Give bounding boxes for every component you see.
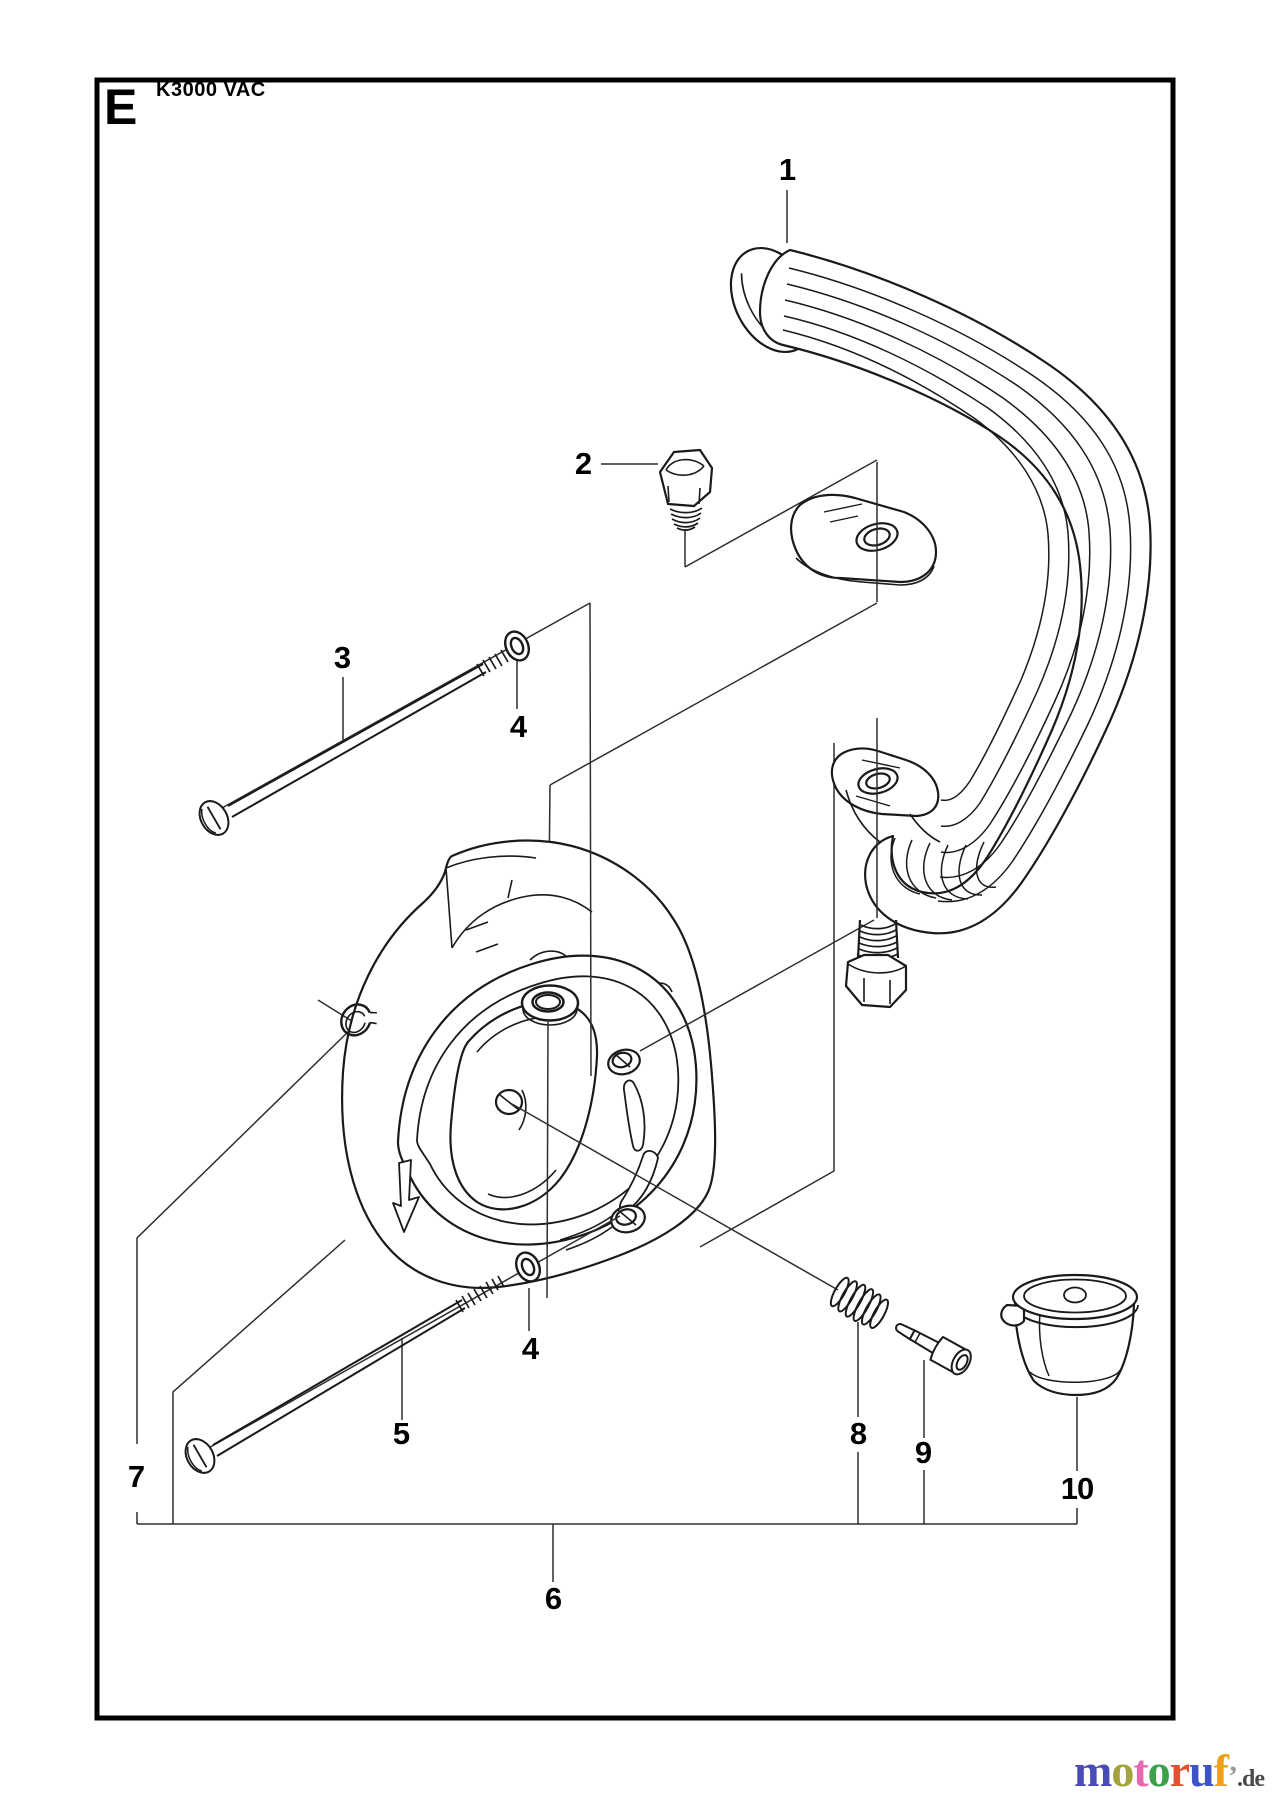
logo-letter: t	[1133, 1745, 1148, 1796]
logo-letter: f	[1213, 1745, 1229, 1796]
screw-head	[184, 1438, 216, 1474]
long-screw-upper-part	[198, 643, 520, 836]
callout-6: 6	[544, 1581, 562, 1616]
callout-4-lower: 4	[521, 1331, 539, 1366]
hex-bolt-upper-part	[658, 448, 714, 531]
callout-5: 5	[392, 1416, 410, 1451]
screw-head	[198, 800, 230, 836]
grommet-hole	[520, 984, 580, 1026]
washer-lower-part	[514, 1251, 542, 1283]
screw-boss-lower-right	[610, 1204, 646, 1234]
callout-8: 8	[849, 1416, 867, 1451]
shoulder-screw-part	[895, 1323, 972, 1376]
callout-1: 1	[778, 152, 796, 187]
handle-end-rings	[890, 837, 997, 901]
spring-part	[829, 1276, 890, 1329]
section-letter: E	[104, 79, 138, 135]
handle-ribs	[782, 267, 1132, 903]
logo-letter: r	[1169, 1745, 1190, 1796]
logo-letter: o	[1111, 1745, 1134, 1796]
page-border	[94, 77, 1176, 1721]
logo-suffix: .de	[1237, 1766, 1265, 1792]
logo-letter: o	[1147, 1745, 1171, 1796]
logo-letter: m	[1074, 1745, 1112, 1796]
callout-9: 9	[914, 1435, 932, 1470]
long-screw-lower-part	[184, 1275, 505, 1474]
clutch-cover-housing	[341, 839, 717, 1289]
callout-2: 2	[574, 446, 592, 481]
callout-4-upper: 4	[509, 709, 527, 744]
retaining-clip-part	[340, 1003, 377, 1037]
handle-upper-mount	[790, 493, 938, 586]
callout-10: 10	[1060, 1471, 1094, 1506]
model-title: K3000 VAC	[156, 79, 266, 101]
logo-letter: u	[1189, 1745, 1215, 1796]
front-handle-part	[729, 246, 1152, 935]
handle-lower-mount	[830, 747, 941, 843]
screw-boss-center	[494, 1088, 524, 1116]
through-lines	[204, 602, 875, 1451]
callout-7: 7	[127, 1459, 145, 1494]
hex-bolt-lower-part	[844, 919, 908, 1009]
motoruf-logo[interactable]: motoruf’.de	[1074, 1744, 1265, 1797]
protection-cap-part	[1000, 1273, 1139, 1397]
logo-tick: ’	[1228, 1760, 1238, 1793]
callout-3: 3	[333, 640, 351, 675]
screw-boss-upper-right	[607, 1048, 641, 1076]
washer-upper-part	[503, 630, 531, 662]
thread-hatching	[455, 1275, 505, 1313]
